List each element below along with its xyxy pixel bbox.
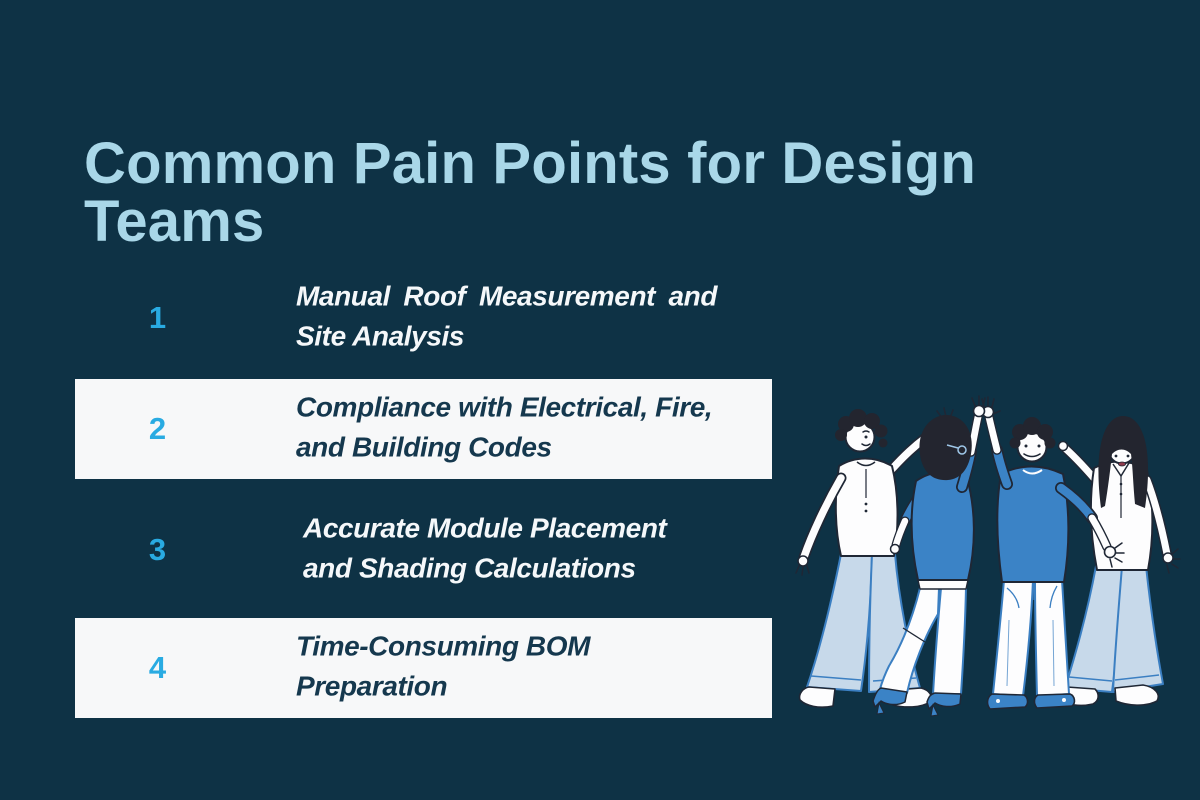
pain-point-number: 3	[148, 532, 167, 567]
pain-point-text: Manual Roof Measurement and Site Analysi…	[296, 276, 717, 356]
page-title: Common Pain Points for Design Teams	[84, 130, 976, 254]
curly-hair	[835, 409, 888, 448]
pain-point-text: Accurate Module Placement and Shading Ca…	[303, 508, 667, 588]
glasses-icon	[957, 445, 967, 455]
person-bob-woman-figure	[872, 395, 986, 717]
person-right-woman-figure	[1057, 416, 1181, 707]
pain-point-line-2: Preparation	[296, 670, 448, 702]
curly-hair	[1009, 417, 1056, 449]
pain-point-row-3: 3 Accurate Module Placement and Shading …	[75, 500, 772, 600]
pain-point-number: 4	[148, 650, 167, 685]
pain-point-text: Time-Consuming BOM Preparation	[296, 626, 590, 706]
pain-point-line-2: and Building Codes	[296, 431, 552, 463]
pain-point-row-1: 1 Manual Roof Measurement and Site Analy…	[75, 268, 772, 368]
person-man-figure	[981, 396, 1125, 710]
pain-point-row-2: 2 Compliance with Electrical, Fire, and …	[75, 379, 772, 479]
pain-point-line-2: Site Analysis	[296, 320, 465, 352]
pain-point-line-1: Manual Roof Measurement and	[296, 280, 718, 312]
pain-point-line-1: Time-Consuming BOM	[296, 630, 591, 662]
pain-point-row-4: 4 Time-Consuming BOM Preparation	[75, 618, 772, 718]
pain-point-text: Compliance with Electrical, Fire, and Bu…	[296, 387, 713, 467]
pain-point-line-2: and Shading Calculations	[303, 552, 636, 584]
pain-point-number: 2	[148, 411, 167, 446]
pain-point-line-1: Accurate Module Placement	[303, 512, 667, 544]
team-high-five-illustration	[795, 395, 1181, 717]
pain-point-line-1: Compliance with Electrical, Fire,	[296, 391, 713, 423]
pain-point-number: 1	[148, 300, 167, 335]
